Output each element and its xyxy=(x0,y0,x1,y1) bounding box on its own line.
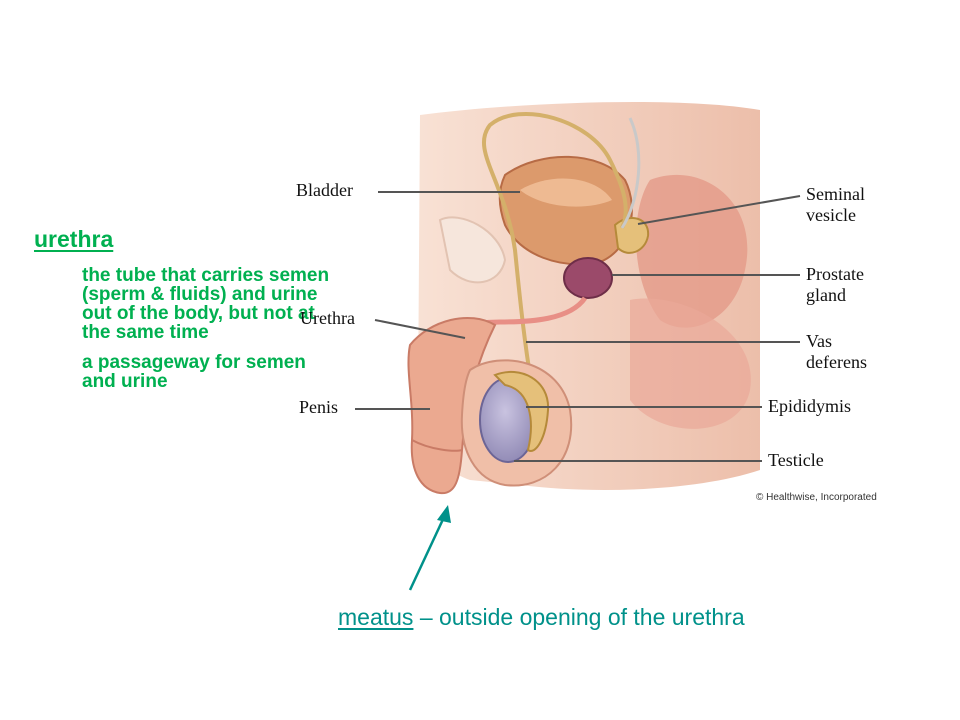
prostate-gland xyxy=(563,257,613,299)
muscle-tissue xyxy=(636,174,748,328)
term-title: urethra xyxy=(34,226,114,252)
meatus-arrow-shaft xyxy=(408,514,447,591)
label-vas-line1: Vas xyxy=(806,331,832,351)
pelvic-bone xyxy=(438,216,507,284)
label-vas-deferens: Vas deferens xyxy=(806,331,867,373)
epididymis xyxy=(493,370,550,452)
label-epididymis: Epididymis xyxy=(768,396,852,416)
label-seminal-vesicle: Seminal vesicle xyxy=(806,184,865,226)
caption-separator: – xyxy=(413,604,440,630)
label-penis: Penis xyxy=(299,397,339,417)
leader-lines xyxy=(355,191,801,462)
label-prostate-line2: gland xyxy=(806,285,846,305)
vas-deferens xyxy=(481,111,628,406)
penis xyxy=(407,317,497,495)
definition-point: the tube that carries semen (sperm & flu… xyxy=(82,265,330,343)
muscle-tissue-lower xyxy=(630,298,751,429)
label-seminal-vesicle-line2: vesicle xyxy=(806,205,856,225)
label-urethra: Urethra xyxy=(300,308,355,328)
definition-point: a passageway for semen and urine xyxy=(82,352,306,392)
caption-term: meatus xyxy=(338,604,414,630)
bladder xyxy=(498,155,633,266)
label-bladder: Bladder xyxy=(296,180,353,200)
meatus-caption: meatus – outside opening of the urethra xyxy=(338,604,745,631)
copyright-notice: © Healthwise, Incorporated xyxy=(756,492,877,503)
label-prostate-gland: Prostate gland xyxy=(806,264,864,306)
caption-text: outside opening of the urethra xyxy=(439,604,745,630)
label-testicle: Testicle xyxy=(768,450,824,470)
definition-list: the tube that carries semen (sperm & flu… xyxy=(82,266,342,402)
label-seminal-vesicle-line1: Seminal xyxy=(806,184,865,204)
meatus-arrow-head xyxy=(437,505,451,523)
label-vas-line2: deferens xyxy=(806,352,867,372)
label-prostate-line1: Prostate xyxy=(806,264,864,284)
